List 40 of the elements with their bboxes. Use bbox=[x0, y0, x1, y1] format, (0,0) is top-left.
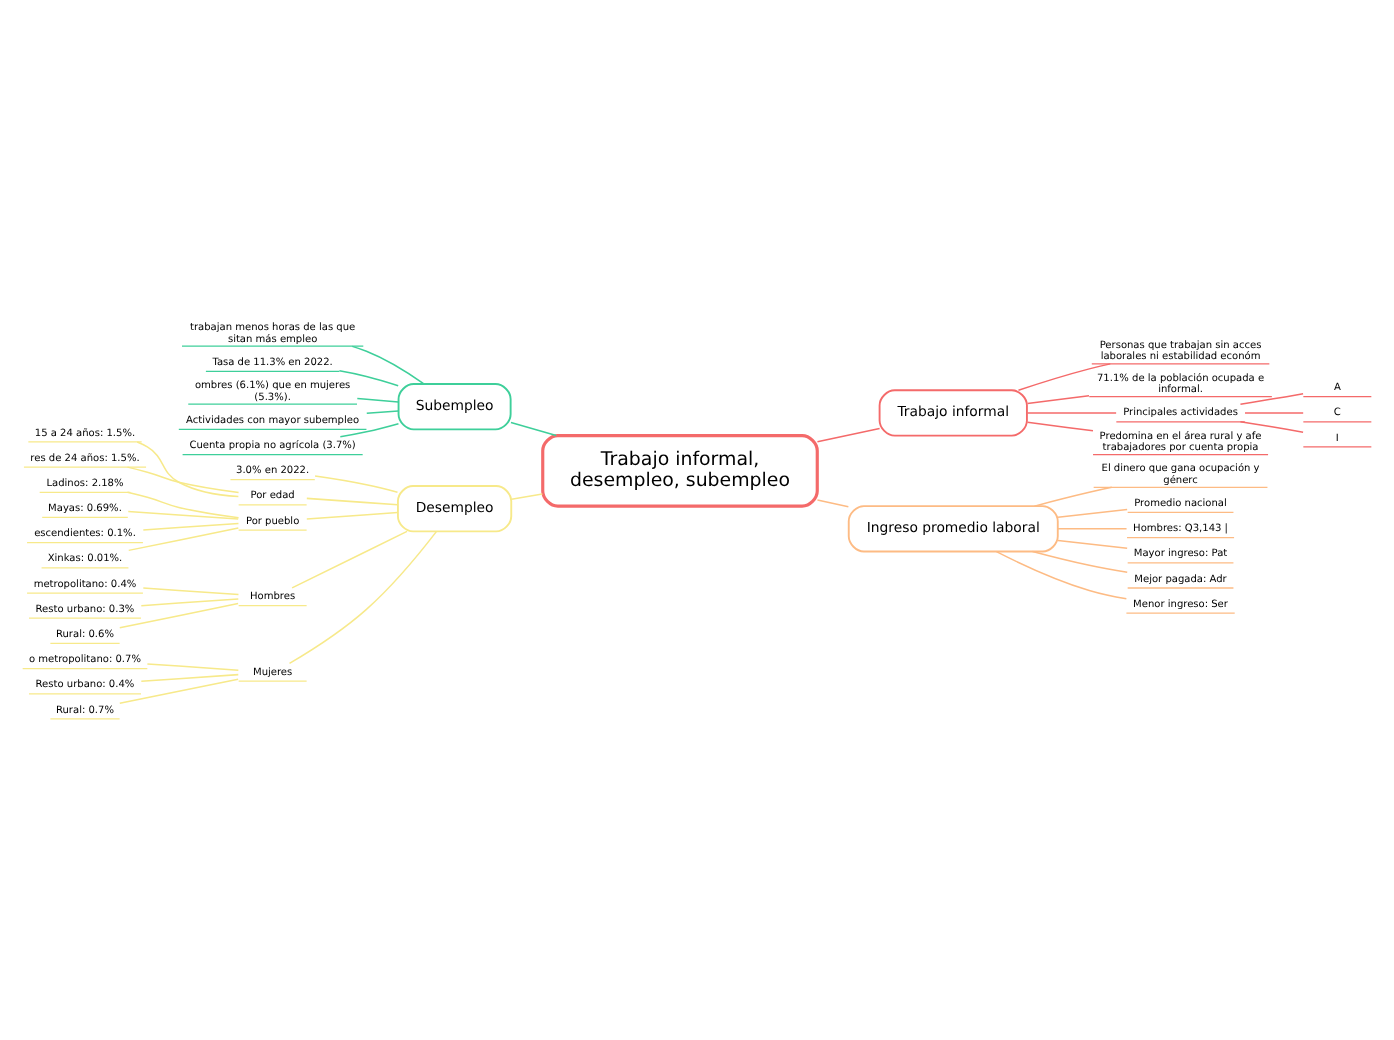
connector bbox=[127, 527, 240, 552]
connector bbox=[816, 427, 881, 443]
connector bbox=[351, 345, 425, 385]
connector bbox=[291, 530, 408, 589]
connector bbox=[136, 441, 240, 498]
connector bbox=[142, 522, 240, 531]
connector bbox=[1026, 412, 1117, 414]
connector bbox=[140, 673, 240, 682]
connector bbox=[339, 423, 400, 438]
connector bbox=[1026, 421, 1094, 432]
connector bbox=[338, 370, 399, 387]
connector bbox=[816, 499, 850, 508]
connector bbox=[366, 410, 400, 415]
connector bbox=[306, 497, 399, 506]
connector bbox=[1239, 421, 1304, 433]
node-box: Trabajo informal, desempleo, subempleo bbox=[541, 434, 819, 508]
connector bbox=[356, 397, 400, 403]
connector bbox=[126, 466, 240, 494]
connector bbox=[1057, 539, 1128, 549]
connector bbox=[1057, 508, 1128, 518]
connector bbox=[119, 678, 239, 705]
connector bbox=[510, 421, 557, 437]
connector bbox=[288, 530, 438, 665]
connector bbox=[140, 598, 240, 607]
connector bbox=[1244, 412, 1304, 414]
connector bbox=[1033, 486, 1113, 507]
connector bbox=[314, 475, 399, 493]
connector bbox=[306, 511, 399, 520]
connector bbox=[1031, 550, 1128, 573]
connector bbox=[1017, 363, 1112, 392]
connector bbox=[995, 550, 1128, 600]
connector bbox=[1239, 393, 1304, 405]
connector bbox=[126, 491, 240, 519]
connector bbox=[510, 493, 544, 500]
connector bbox=[1026, 394, 1090, 405]
connector bbox=[127, 510, 239, 520]
connector bbox=[146, 663, 240, 671]
connector bbox=[119, 602, 239, 629]
connector bbox=[142, 587, 240, 596]
connector bbox=[1057, 528, 1128, 530]
